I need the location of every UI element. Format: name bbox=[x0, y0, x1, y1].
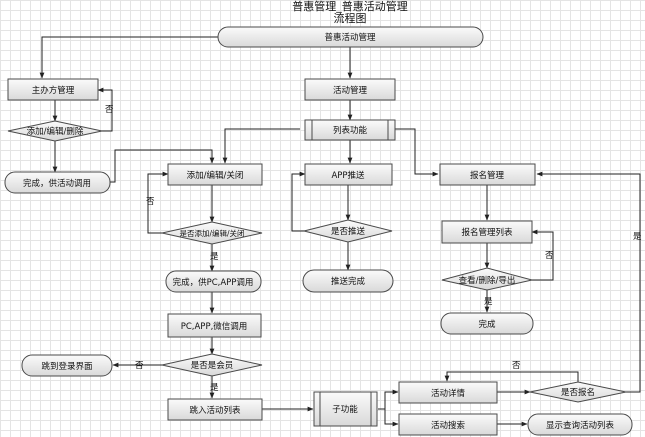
node-done: 完成 bbox=[440, 312, 534, 335]
node-sub-function-label: 子功能 bbox=[332, 404, 358, 415]
node-activity-mgmt-label: 活动管理 bbox=[333, 85, 368, 96]
node-registration-mgmt: 报名管理 bbox=[439, 163, 536, 186]
node-registration-list-label: 报名管理列表 bbox=[461, 227, 513, 238]
node-is-push-decision: 是否推送 bbox=[303, 219, 393, 243]
edge-label-yes: 是 bbox=[633, 232, 642, 242]
node-is-registered-label: 是否报名 bbox=[561, 387, 595, 398]
node-activity-search: 活动搜索 bbox=[398, 413, 498, 436]
edge-label-yes: 是 bbox=[210, 252, 219, 262]
node-organizer-mgmt-label: 主办方管理 bbox=[32, 85, 75, 96]
node-login-page: 跳到登录界面 bbox=[21, 354, 113, 377]
node-app-push: APP推送 bbox=[304, 163, 393, 186]
node-add-edit-close: 添加/编辑/关闭 bbox=[167, 163, 263, 186]
node-activity-search-label: 活动搜索 bbox=[431, 420, 465, 431]
edge-label-yes: 是 bbox=[484, 297, 493, 307]
node-organizer-done: 完成，供活动调用 bbox=[4, 171, 111, 194]
node-activity-detail-label: 活动详情 bbox=[431, 388, 466, 399]
node-activity-mgmt: 活动管理 bbox=[304, 78, 396, 101]
node-list-function-label: 列表功能 bbox=[333, 125, 368, 136]
edge-label-no: 否 bbox=[105, 105, 114, 115]
node-sub-function: 子功能 bbox=[313, 391, 378, 427]
node-is-push-label: 是否推送 bbox=[331, 226, 366, 237]
node-registration-list: 报名管理列表 bbox=[441, 220, 533, 244]
diagram-subtitle: 流程图 bbox=[334, 11, 367, 25]
node-done-label: 完成 bbox=[478, 319, 496, 330]
edge-label-no: 否 bbox=[545, 251, 554, 261]
node-start-label: 普惠活动管理 bbox=[324, 32, 376, 43]
node-confirm-decision: 是否添加/编辑/关闭 bbox=[161, 221, 263, 245]
node-push-done: 推送完成 bbox=[302, 269, 394, 293]
edge-label-no: 否 bbox=[512, 361, 521, 371]
edges bbox=[39, 36, 641, 427]
node-list-function: 列表功能 bbox=[304, 119, 396, 141]
node-view-delete-export-label: 查看/删除/导出 bbox=[459, 275, 516, 286]
edge-label-yes: 是 bbox=[210, 383, 219, 393]
node-activity-list-label: 跳入活动列表 bbox=[189, 405, 241, 416]
edge-label-no: 否 bbox=[146, 197, 155, 207]
node-done-pc-app-label: 完成，供PC,APP调用 bbox=[173, 277, 254, 288]
node-organizer-edit-label: 添加/编辑/删除 bbox=[27, 126, 84, 137]
node-add-edit-close-label: 添加/编辑/关闭 bbox=[187, 170, 244, 181]
node-is-member-label: 是否是会员 bbox=[191, 360, 234, 371]
node-show-search-list-label: 显示查询活动列表 bbox=[546, 420, 615, 431]
node-organizer-edit-decision: 添加/编辑/删除 bbox=[7, 120, 103, 142]
node-login-page-label: 跳到登录界面 bbox=[41, 361, 93, 372]
node-organizer-done-label: 完成，供活动调用 bbox=[23, 178, 91, 189]
node-app-push-label: APP推送 bbox=[331, 170, 365, 181]
node-done-pc-app: 完成，供PC,APP调用 bbox=[165, 270, 262, 293]
node-pc-app-wechat: PC,APP,微信调用 bbox=[167, 313, 262, 338]
node-view-delete-export-decision: 查看/删除/导出 bbox=[441, 267, 533, 291]
node-activity-list: 跳入活动列表 bbox=[167, 398, 263, 421]
node-push-done-label: 推送完成 bbox=[331, 276, 366, 287]
node-registration-mgmt-label: 报名管理 bbox=[470, 170, 505, 181]
node-is-member-decision: 是否是会员 bbox=[161, 353, 263, 377]
diagram-title: 普惠管理_普惠活动管理 bbox=[292, 0, 408, 13]
node-confirm-label: 是否添加/编辑/关闭 bbox=[179, 228, 244, 238]
node-show-search-list: 显示查询活动列表 bbox=[527, 413, 633, 436]
node-is-registered-decision: 是否报名 bbox=[529, 381, 627, 403]
node-activity-detail: 活动详情 bbox=[398, 381, 498, 404]
node-start: 普惠活动管理 bbox=[217, 26, 484, 48]
edge-label-no: 否 bbox=[135, 361, 144, 371]
node-organizer-mgmt: 主办方管理 bbox=[7, 78, 99, 101]
node-pc-app-wechat-label: PC,APP,微信调用 bbox=[181, 321, 248, 332]
